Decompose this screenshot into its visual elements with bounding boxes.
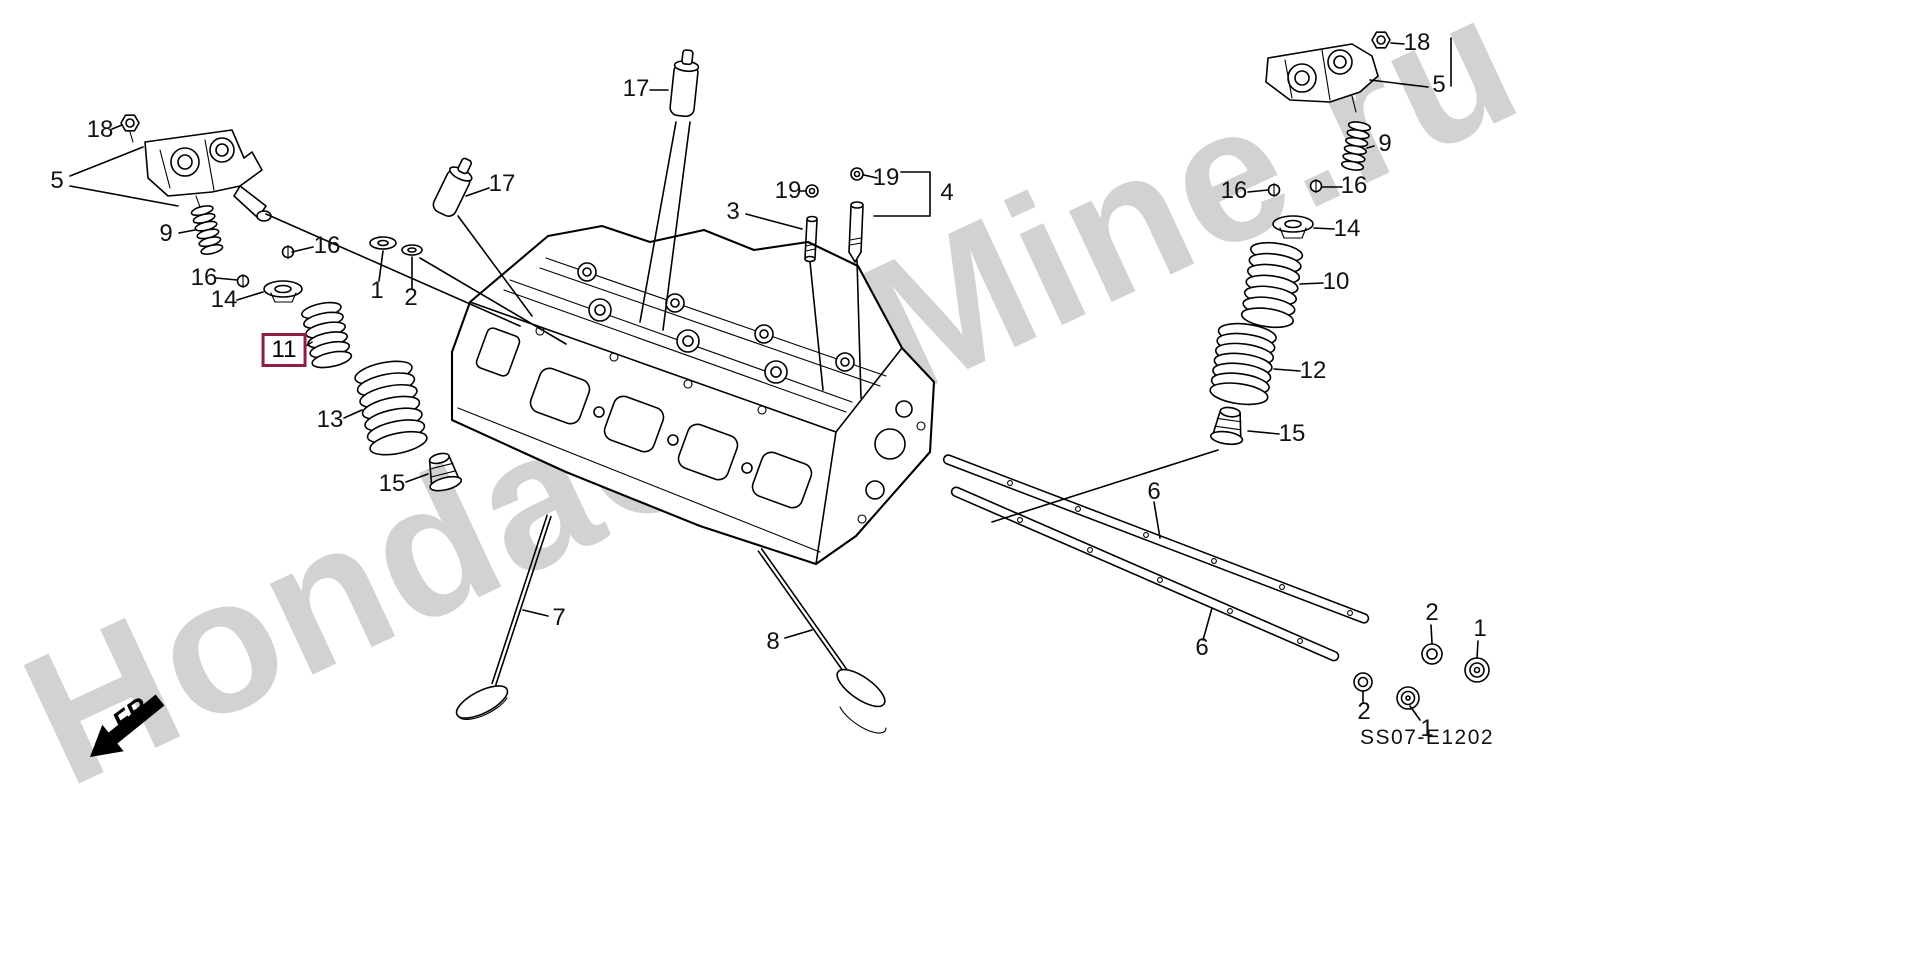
- lash-adjuster-17-top: [669, 49, 700, 118]
- o-ring-19-right: [850, 167, 864, 181]
- part-callout-18[interactable]: 18: [86, 116, 114, 143]
- part-callout-16[interactable]: 16: [1220, 177, 1248, 204]
- part-callout-2[interactable]: 2: [1425, 599, 1439, 626]
- part-callout-2[interactable]: 2: [404, 284, 418, 311]
- part-callout-6[interactable]: 6: [1147, 478, 1161, 505]
- part-callout-1[interactable]: 1: [1420, 715, 1434, 742]
- washer-2-lower: [1353, 672, 1373, 692]
- part-callout-9[interactable]: 9: [1378, 130, 1392, 157]
- part-callout-19[interactable]: 19: [872, 164, 900, 191]
- stud-4: [848, 201, 864, 263]
- part-callout-10[interactable]: 10: [1322, 268, 1350, 295]
- part-callout-14[interactable]: 14: [1333, 215, 1361, 242]
- part-callout-15[interactable]: 15: [1278, 420, 1306, 447]
- part-callout-11-selected[interactable]: 11: [261, 333, 307, 367]
- rocker-arm-assembly-left: [120, 114, 272, 255]
- washer-2-upper: [1421, 643, 1443, 665]
- part-callout-2[interactable]: 2: [1357, 698, 1371, 725]
- inner-valve-spring-11: [300, 301, 353, 369]
- valve-keepers-16-right: [1267, 178, 1323, 198]
- part-callout-5[interactable]: 5: [1432, 71, 1446, 98]
- part-callout-8[interactable]: 8: [766, 628, 780, 655]
- part-callout-1[interactable]: 1: [1473, 615, 1487, 642]
- leader-lines: [69, 37, 1479, 721]
- part-callout-16[interactable]: 16: [1340, 172, 1368, 199]
- part-callout-15[interactable]: 15: [378, 470, 406, 497]
- lost-motion-spring-9-right: [1340, 121, 1372, 171]
- part-callout-16[interactable]: 16: [190, 264, 218, 291]
- part-callout-19[interactable]: 19: [774, 177, 802, 204]
- cylinder-head: [450, 224, 936, 566]
- valve-8: [757, 548, 887, 734]
- outer-valve-spring-13: [354, 360, 428, 456]
- part-callout-17[interactable]: 17: [488, 170, 516, 197]
- part-callout-13[interactable]: 13: [316, 406, 344, 433]
- rocker-arm-assembly-right: [1265, 31, 1391, 171]
- spring-retainer-14-left: [263, 280, 303, 303]
- part-callout-5[interactable]: 5: [50, 167, 64, 194]
- sealing-bolt-1-lower: [1396, 686, 1420, 710]
- part-callout-4[interactable]: 4: [940, 179, 954, 206]
- sealing-bolt-1-upper: [1464, 657, 1490, 683]
- valve-stem-seal-15-left: [428, 452, 463, 492]
- rocker-shaft-6-lower: [950, 486, 1340, 662]
- inner-valve-spring-10: [1240, 241, 1304, 329]
- part-callout-12[interactable]: 12: [1299, 357, 1327, 384]
- part-callout-14[interactable]: 14: [210, 286, 238, 313]
- part-callout-18[interactable]: 18: [1403, 29, 1431, 56]
- part-callout-7[interactable]: 7: [552, 604, 566, 631]
- diagram-code: SS07-E1202: [1360, 726, 1495, 749]
- rocker-shaft-6-upper: [942, 454, 1370, 624]
- o-ring-19-left: [805, 184, 819, 198]
- lash-adjuster-17-left: [432, 157, 473, 217]
- part-callout-17[interactable]: 17: [622, 75, 650, 102]
- part-callout-6[interactable]: 6: [1195, 634, 1209, 661]
- fr-arrow-icon: [90, 694, 165, 757]
- part-callout-1[interactable]: 1: [370, 277, 384, 304]
- part-callout-9[interactable]: 9: [159, 220, 173, 247]
- lost-motion-spring-9-left: [190, 205, 224, 255]
- part-callout-16[interactable]: 16: [313, 232, 341, 259]
- valve-7: [455, 514, 552, 720]
- spring-retainer-14-right: [1272, 215, 1314, 239]
- outer-valve-spring-12: [1209, 322, 1277, 406]
- valve-stem-seal-15-right: [1209, 406, 1244, 446]
- part-callout-3[interactable]: 3: [726, 198, 740, 225]
- stud-3: [804, 215, 818, 263]
- spring-seat-1-2-left: [369, 236, 423, 256]
- valve-keepers-16-left: [236, 244, 295, 289]
